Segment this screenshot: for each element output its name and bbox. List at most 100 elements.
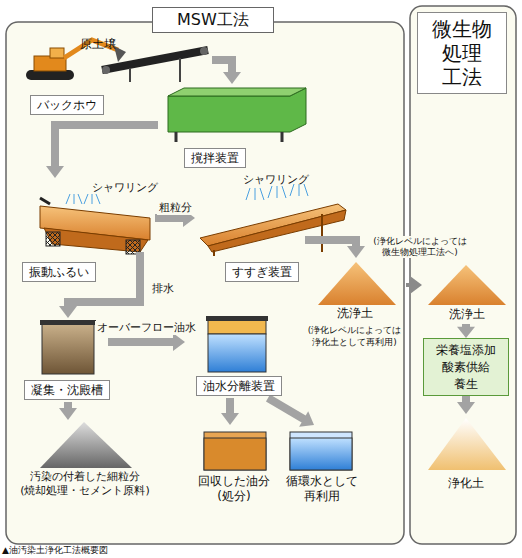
node-text: 凝集・沈殿槽 bbox=[24, 380, 110, 400]
arrow-shaft bbox=[268, 398, 305, 419]
node-text: 浄化土 bbox=[421, 476, 511, 491]
machine: 撹拌装置 bbox=[158, 84, 312, 172]
process-region: 微生物 処理 工法洗浄土栄養塩添加 酸素供給 養生浄化土 bbox=[410, 6, 516, 544]
node-text: 撹拌装置 bbox=[184, 148, 246, 168]
arrow-shaft bbox=[155, 214, 184, 222]
flow-arrow bbox=[268, 398, 314, 427]
arrow-head bbox=[173, 333, 185, 351]
node-text: 洗浄土 bbox=[422, 307, 512, 322]
illustration-part bbox=[290, 432, 352, 470]
edge-label: 排水 bbox=[150, 282, 176, 296]
flow-arrow bbox=[46, 125, 158, 178]
arrow-head bbox=[59, 306, 77, 318]
part-label: シャワリング bbox=[92, 180, 158, 195]
node-text: MSW工法 bbox=[152, 7, 274, 33]
soil-pile: 洗浄土 (浄化レベルによっては 浄化土として再利用) bbox=[303, 258, 406, 358]
soil-pile: 汚染の付着した細粒分 (焼却処理・セメント原料) bbox=[12, 420, 158, 512]
vibrating-screen bbox=[40, 198, 150, 254]
illustration-part bbox=[40, 198, 50, 204]
illustration-part bbox=[200, 47, 208, 55]
edge-label: 粗粒分 bbox=[157, 201, 194, 215]
machine: 振動ふるい bbox=[18, 178, 155, 285]
illustration-part bbox=[208, 320, 266, 334]
flow-arrow bbox=[59, 285, 140, 318]
node-text: 循環水として 再利用 bbox=[278, 474, 366, 504]
arrow-head bbox=[457, 402, 475, 414]
node-text: バックホウ bbox=[30, 95, 104, 115]
flow-arrow bbox=[305, 240, 365, 258]
flow-arrow bbox=[108, 333, 185, 351]
arrow-head bbox=[223, 72, 241, 84]
soil-pile: 洗浄土 bbox=[422, 262, 512, 324]
flow-arrow bbox=[59, 402, 77, 420]
illustration-part bbox=[168, 88, 306, 132]
arrow-shaft bbox=[212, 60, 232, 73]
stirrer bbox=[168, 88, 306, 142]
edge-label: オーバーフロー油水 bbox=[95, 321, 198, 335]
node-text: 汚染の付着した細粒分 (焼却処理・セメント原料) bbox=[12, 470, 158, 498]
node-text: 微生物 処理 工法 bbox=[417, 12, 507, 94]
container: 回収した油分 (処分) bbox=[190, 425, 278, 510]
arrow-shaft bbox=[108, 338, 174, 346]
arrow-shaft bbox=[68, 285, 140, 307]
illustration-part bbox=[208, 210, 346, 252]
edge-label: (浄化レベルによっては 微生物処理工法へ) bbox=[366, 236, 474, 258]
illustration-part bbox=[176, 132, 282, 142]
arrow-head bbox=[59, 408, 77, 420]
machine: すすぎ装置 bbox=[195, 178, 305, 285]
illustration-part bbox=[168, 88, 306, 96]
illustration-part bbox=[428, 265, 506, 305]
illustration-part bbox=[204, 438, 266, 470]
illustration-part bbox=[66, 194, 100, 204]
illustration-part bbox=[318, 262, 396, 305]
illustration-part bbox=[130, 58, 180, 82]
conveyor bbox=[102, 47, 208, 82]
node-text: 栄養塩添加 酸素供給 養生 bbox=[433, 342, 499, 393]
part-label: 原土壌 bbox=[80, 36, 116, 53]
illustration-part bbox=[290, 438, 352, 470]
illustration-part bbox=[214, 214, 322, 256]
arrow-shaft bbox=[226, 398, 234, 414]
node-text: (浄化レベルによっては 浄化土として再利用) bbox=[303, 324, 406, 348]
illustration-part bbox=[102, 66, 110, 74]
node-text: 油水分離装置 bbox=[196, 376, 282, 396]
container: 循環水として 再利用 bbox=[278, 425, 366, 510]
illustration-part bbox=[40, 422, 132, 468]
panel-ground bbox=[6, 6, 516, 544]
illustration-part bbox=[126, 240, 140, 254]
illustration-part bbox=[40, 320, 96, 325]
rinse-trough bbox=[200, 204, 346, 256]
arrow-head bbox=[221, 413, 239, 425]
node-text: すすぎ装置 bbox=[225, 262, 299, 282]
illustration-part bbox=[102, 50, 208, 70]
soil-pile: 浄化土 bbox=[421, 414, 511, 504]
arrow-head bbox=[46, 166, 64, 178]
drain-stub bbox=[136, 252, 144, 286]
illustration-part bbox=[42, 324, 94, 374]
node-text: 回収した油分 (処分) bbox=[190, 474, 278, 504]
arrow-head bbox=[347, 246, 365, 258]
flow-arrow bbox=[406, 276, 422, 294]
illustration-part bbox=[428, 418, 506, 470]
illustration-part bbox=[50, 48, 64, 58]
treatment-box: 栄養塩添加 酸素供給 養生 bbox=[423, 338, 509, 396]
part-label: シャワリング bbox=[243, 172, 309, 187]
illustration-part bbox=[206, 316, 268, 321]
illustration-part bbox=[204, 432, 266, 470]
illustration-part bbox=[6, 22, 404, 544]
caption: ▲油汚染土浄化工法概要図 bbox=[2, 545, 108, 556]
flow-arrow bbox=[457, 324, 475, 338]
tank: 油水分離装置 bbox=[185, 314, 292, 398]
flow-arrow bbox=[221, 398, 239, 425]
arrow-shaft bbox=[462, 396, 470, 403]
illustration-part bbox=[410, 6, 516, 544]
node-text: 振動ふるい bbox=[22, 262, 96, 282]
arrow-head bbox=[410, 276, 422, 294]
flow-arrow bbox=[457, 396, 475, 414]
node-text: 洗浄土 bbox=[303, 306, 406, 321]
arrow-shaft bbox=[64, 402, 72, 409]
arrow-head bbox=[299, 411, 314, 427]
flow-arrow bbox=[212, 60, 241, 84]
arrow-shaft bbox=[305, 240, 356, 247]
